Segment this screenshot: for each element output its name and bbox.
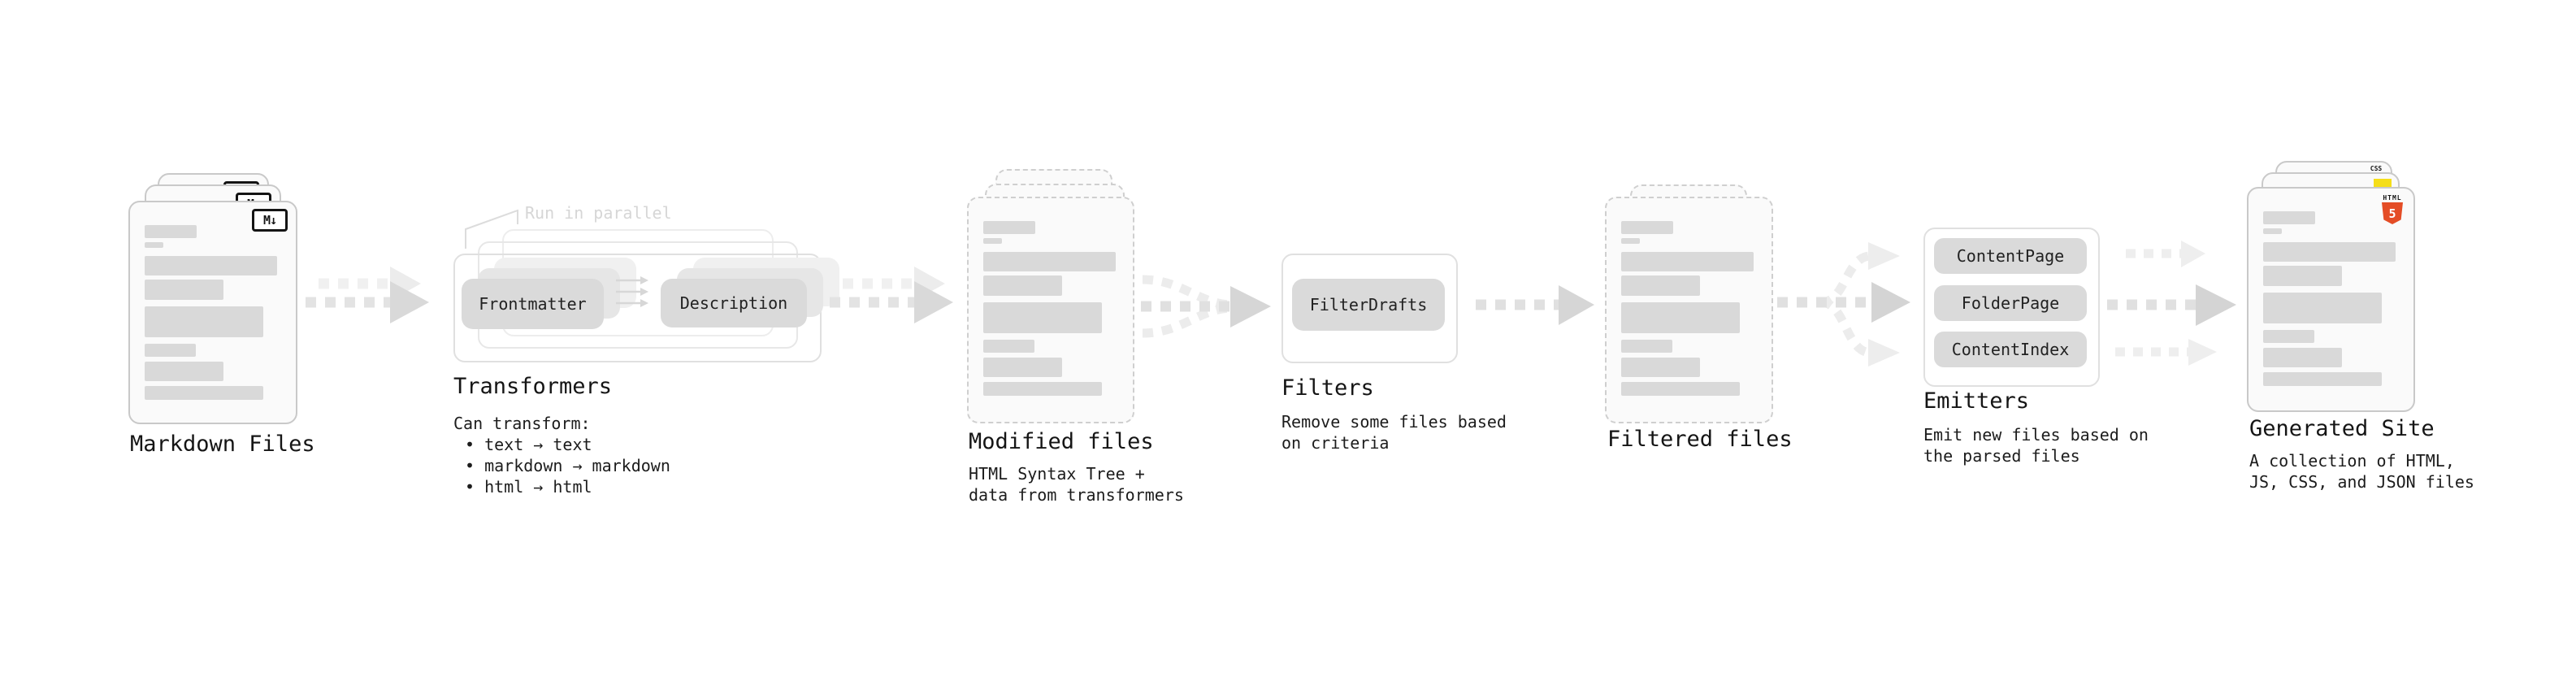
filters-description: Remove some files based on criteria — [1281, 411, 1507, 453]
skeleton-text-bar — [1621, 221, 1673, 234]
emitters-desc-line: the parsed files — [1923, 446, 2080, 466]
skeleton-text-bar — [145, 256, 277, 275]
skeleton-text-bar — [145, 225, 197, 238]
skeleton-text-bar — [983, 302, 1102, 333]
arrows-emitters-to-generated — [2107, 241, 2236, 366]
html5-icon: HTML 5 — [2381, 194, 2404, 225]
skeleton-text-bar — [2263, 372, 2382, 386]
filters-label: Filters — [1281, 375, 1374, 401]
skeleton-text-bar — [145, 242, 163, 248]
contentpage-node: ContentPage — [1934, 238, 2087, 274]
skeleton-text-bar — [2263, 330, 2314, 343]
run-in-parallel-annotation: Run in parallel — [525, 203, 672, 223]
skeleton-text-bar — [145, 344, 196, 357]
skeleton-text-bar — [145, 306, 263, 337]
emitters-desc-line: Emit new files based on — [1923, 425, 2149, 445]
frontmatter-node: Frontmatter — [462, 279, 604, 329]
contentindex-node: ContentIndex — [1934, 332, 2087, 367]
modified-files-description: HTML Syntax Tree + data from transformer… — [969, 463, 1184, 505]
skeleton-text-bar — [1621, 252, 1754, 271]
run-in-parallel-callout-line — [465, 209, 518, 249]
arrow-filters-to-filtered — [1476, 285, 1594, 325]
arrow-filtered-to-emitters — [1777, 242, 1910, 367]
generated-site-description: A collection of HTML, JS, CSS, and JSON … — [2249, 450, 2474, 492]
emitters-label: Emitters — [1923, 388, 2030, 414]
skeleton-text-bar — [145, 386, 263, 400]
skeleton-text-bar — [983, 382, 1102, 396]
skeleton-text-bar — [2263, 348, 2342, 367]
skeleton-text-bar — [983, 340, 1034, 353]
skeleton-text-bar — [1621, 302, 1740, 333]
skeleton-text-bar — [2263, 228, 2282, 234]
arrow-markdown-to-transformers — [306, 267, 429, 323]
transformer-flow-arrows — [616, 276, 648, 307]
skeleton-text-bar — [2263, 266, 2342, 286]
arrow-transformers-to-modified — [830, 267, 953, 323]
skeleton-text-bar — [983, 275, 1062, 296]
markdown-file-card-front: M↓ — [128, 201, 297, 424]
skeleton-text-bar — [145, 280, 223, 300]
html5-icon-number: 5 — [2388, 206, 2396, 221]
skeleton-text-bar — [1621, 382, 1740, 396]
modified-file-card-front — [967, 197, 1134, 423]
emitters-description: Emit new files based on the parsed files — [1923, 424, 2149, 466]
skeleton-text-bar — [1621, 275, 1700, 296]
skeleton-text-bar — [1621, 358, 1700, 377]
filtered-files-label: Filtered files — [1607, 427, 1793, 452]
description-node: Description — [661, 279, 807, 327]
arrow-modified-to-filters — [1141, 275, 1271, 338]
generated-html-file-card: HTML 5 — [2247, 187, 2415, 412]
transformers-desc-line: • markdown → markdown — [465, 456, 670, 475]
modified-desc-line: data from transformers — [969, 485, 1184, 505]
generated-desc-line: A collection of HTML, — [2249, 451, 2455, 471]
html5-icon-word: HTML — [2383, 194, 2402, 202]
folderpage-node: FolderPage — [1934, 285, 2087, 321]
transformers-desc-line: • text → text — [465, 435, 592, 454]
filterdrafts-node: FilterDrafts — [1292, 279, 1445, 331]
skeleton-text-bar — [2263, 211, 2315, 224]
generated-site-label: Generated Site — [2249, 416, 2435, 441]
skeleton-text-bar — [2263, 242, 2396, 262]
skeleton-text-bar — [983, 358, 1062, 377]
markdown-icon: M↓ — [252, 209, 288, 232]
css-icon-text: CSS — [2370, 165, 2383, 172]
html5-icon-shield: 5 — [2382, 202, 2403, 224]
markdown-files-label: Markdown Files — [130, 432, 315, 457]
skeleton-text-bar — [983, 238, 1002, 244]
skeleton-text-bar — [1621, 238, 1640, 244]
modified-files-label: Modified files — [969, 429, 1154, 454]
transformers-desc-line: Can transform: — [453, 414, 591, 433]
filtered-file-card-front — [1605, 197, 1773, 423]
modified-desc-line: HTML Syntax Tree + — [969, 464, 1145, 484]
skeleton-text-bar — [145, 362, 223, 381]
transformers-label: Transformers — [453, 374, 613, 399]
skeleton-text-bar — [2263, 293, 2382, 323]
skeleton-text-bar — [983, 252, 1116, 271]
skeleton-text-bar — [983, 221, 1035, 234]
transformers-desc-line: • html → html — [465, 477, 592, 497]
filters-desc-line: on criteria — [1281, 433, 1390, 453]
filters-desc-line: Remove some files based — [1281, 412, 1507, 432]
generated-desc-line: JS, CSS, and JSON files — [2249, 472, 2474, 492]
skeleton-text-bar — [1621, 340, 1672, 353]
transformers-description: Can transform: • text → text • markdown … — [453, 413, 670, 497]
